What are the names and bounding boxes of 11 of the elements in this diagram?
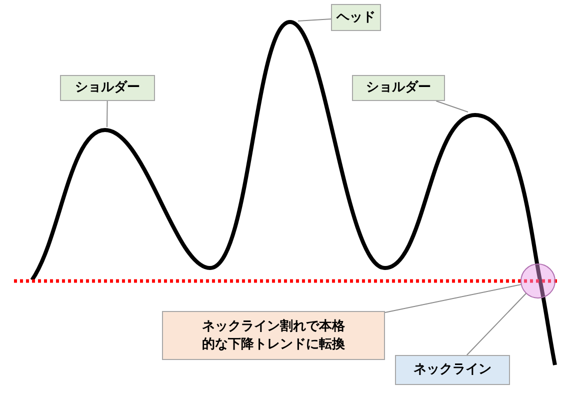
leader-line	[466, 292, 527, 356]
leader-line	[436, 100, 468, 112]
leader-line	[106, 100, 108, 128]
annotation-box: ネックライン割れで本格的な下降トレンドに転換	[162, 311, 385, 360]
callout-label: ネックライン	[395, 355, 510, 385]
callout-label: ヘッド	[331, 4, 381, 31]
leader-line	[298, 18, 332, 22]
callout-label: ショルダー	[60, 75, 155, 101]
callout-label: ショルダー	[352, 75, 445, 101]
highlight-circle	[520, 264, 556, 298]
leader-line	[384, 284, 522, 314]
